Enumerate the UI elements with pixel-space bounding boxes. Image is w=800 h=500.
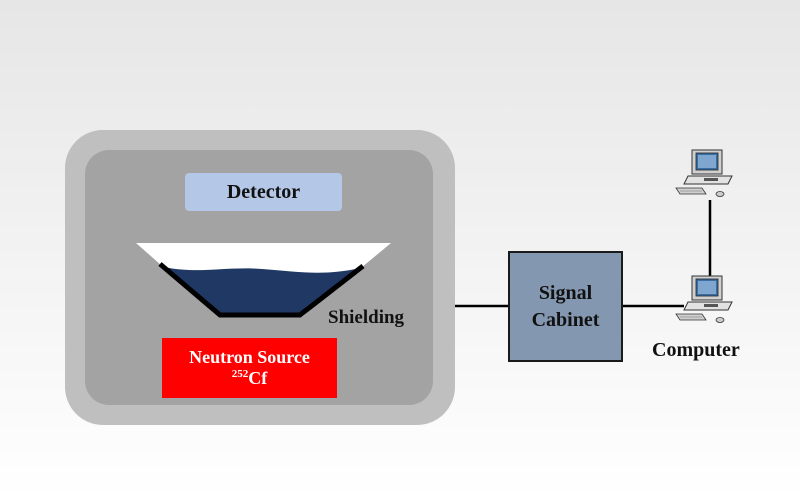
signal-cabinet-line1: Signal (538, 281, 593, 304)
detector-label: Detector (226, 180, 301, 203)
desktop-computer-icon (675, 275, 733, 323)
neutron-source-label: Neutron Source (189, 347, 310, 368)
desktop-computer-icon (675, 149, 733, 197)
liquid-fill (160, 266, 360, 314)
shielding-label: Shielding (328, 307, 405, 328)
isotope-symbol: Cf (248, 368, 268, 388)
detector-box: Detector (185, 173, 342, 211)
isotope-mass-number: 252 (231, 368, 249, 380)
signal-cabinet-line2: Cabinet (531, 308, 600, 331)
neutron-source-box: Neutron Source 252Cf (162, 338, 337, 398)
signal-cabinet-box: Signal Cabinet (508, 251, 623, 362)
computer-label: Computer (652, 339, 740, 361)
neutron-source-isotope: 252Cf (232, 368, 268, 389)
vessel-wall (158, 262, 365, 318)
